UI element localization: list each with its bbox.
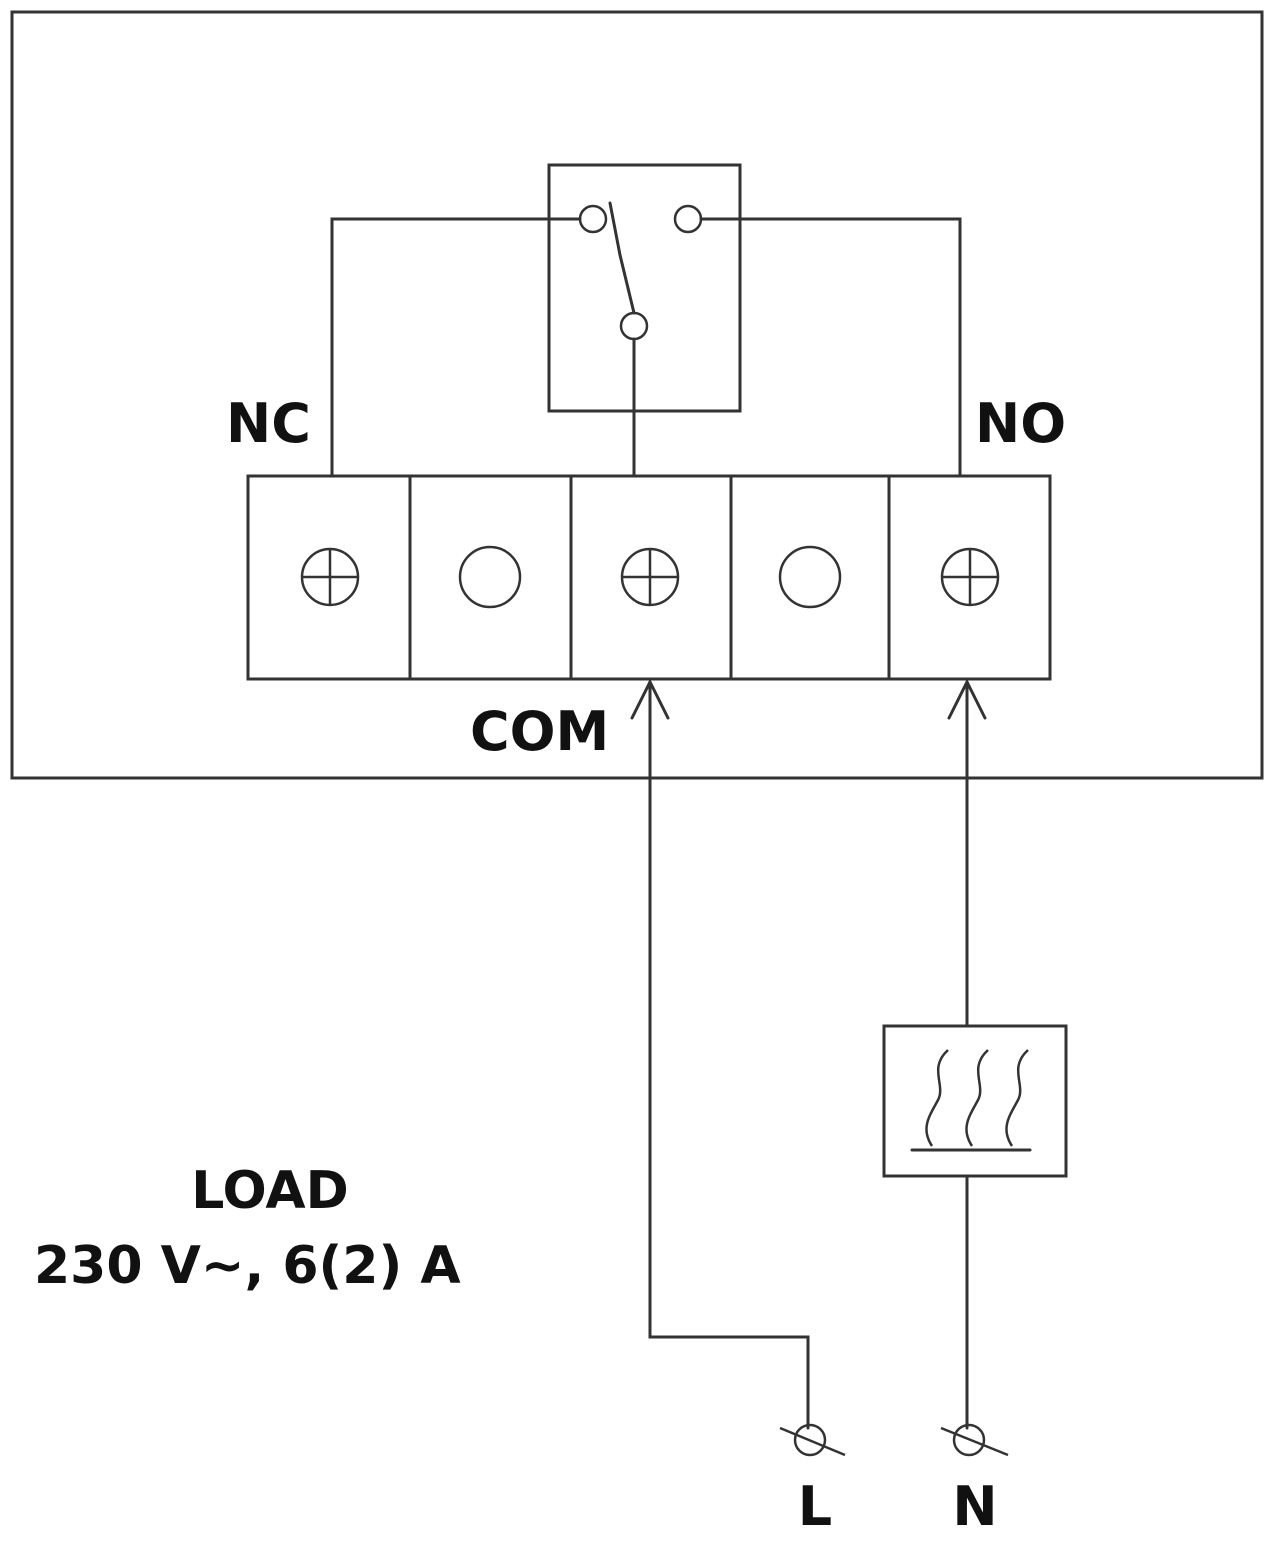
no-wire [699,217,962,478]
heat-wave [965,1049,989,1147]
line-arrow-head [630,678,670,720]
screw-terminal-icon [620,547,680,607]
relay-switch-arm [608,201,636,315]
terminal-hole-icon [458,545,522,609]
heat-wave [925,1049,949,1147]
heat-wave [1005,1049,1029,1147]
terminal-block [246,474,1052,681]
load-rating: 230 V~, 6(2) A [34,1236,461,1296]
relay-switch-icon [547,163,742,413]
nc-wire [330,217,582,478]
heater-icon [882,1024,1068,1178]
load-title: LOAD [191,1161,349,1221]
screw-terminal-icon [940,547,1000,607]
com-label: COM [470,700,609,763]
relay-box [547,163,742,413]
heater-box [882,1024,1068,1178]
neutral-label: N [952,1475,997,1538]
no-label: NO [975,392,1066,455]
nc-label: NC [226,392,311,455]
supply-terminal-l-icon [779,1423,846,1457]
terminal-hole-icon [778,545,842,609]
line-label: L [798,1475,832,1538]
line-wire [648,680,810,1430]
screw-terminal-icon [300,547,360,607]
supply-terminal-n-icon [940,1423,1009,1457]
neutral-arrow-head [947,678,987,720]
